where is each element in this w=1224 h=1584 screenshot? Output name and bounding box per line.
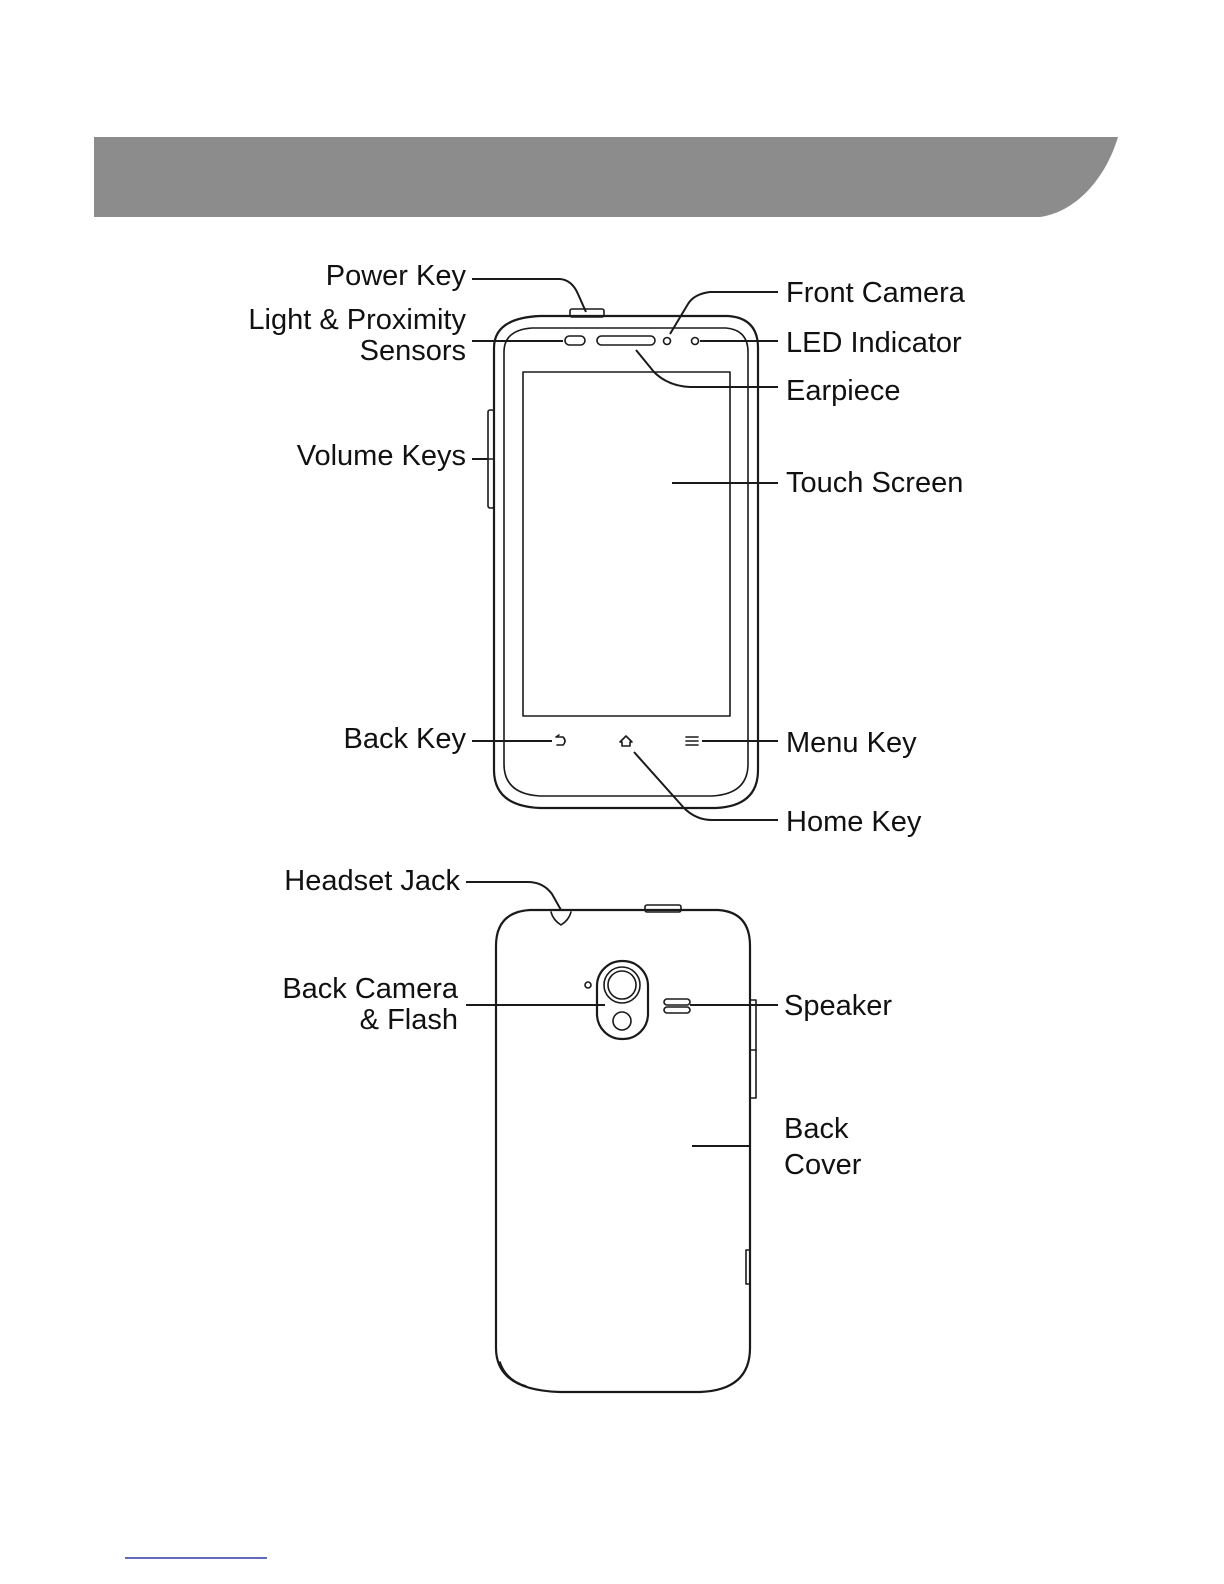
front-camera-label: Front Camera bbox=[786, 277, 966, 309]
front-body-outline bbox=[494, 316, 758, 808]
phone-front bbox=[488, 309, 758, 808]
menu-lines-icon bbox=[686, 737, 698, 745]
back-body-outline bbox=[496, 910, 750, 1392]
flash bbox=[613, 1012, 631, 1030]
speaker-grille-bottom bbox=[664, 1007, 690, 1013]
back-cover-label-line1: Back bbox=[784, 1113, 849, 1145]
back-leader-lines bbox=[466, 882, 778, 1146]
power-key-label: Power Key bbox=[326, 260, 467, 292]
back-camera-lens-inner bbox=[608, 971, 636, 999]
back-key-label: Back Key bbox=[344, 723, 467, 755]
led-indicator-label: LED Indicator bbox=[786, 327, 962, 359]
back-arrow-icon bbox=[556, 735, 565, 745]
back-camera-label-line1: Back Camera bbox=[282, 973, 459, 1005]
phone-back bbox=[496, 905, 756, 1392]
speaker-grille-top bbox=[664, 999, 690, 1005]
headset-jack bbox=[551, 912, 571, 925]
light-proximity-sensor bbox=[565, 336, 585, 345]
led-indicator bbox=[692, 338, 699, 345]
earpiece bbox=[597, 336, 655, 345]
front-camera bbox=[664, 338, 671, 345]
back-camera-label-line2: & Flash bbox=[360, 1004, 458, 1036]
volume-keys-label: Volume Keys bbox=[297, 440, 466, 472]
front-leader-lines bbox=[472, 279, 778, 820]
back-cover-label-line2: Cover bbox=[784, 1149, 862, 1181]
touch-screen bbox=[523, 372, 730, 716]
header-bar bbox=[94, 137, 1118, 217]
front-bezel bbox=[504, 328, 748, 796]
earpiece-label: Earpiece bbox=[786, 375, 900, 407]
light-proximity-label-line2: Sensors bbox=[360, 335, 466, 367]
touch-screen-label: Touch Screen bbox=[786, 467, 963, 499]
speaker-label: Speaker bbox=[784, 990, 892, 1022]
home-key-label: Home Key bbox=[786, 806, 922, 838]
microphone-hole bbox=[585, 982, 591, 988]
menu-key-label: Menu Key bbox=[786, 727, 917, 759]
back-camera-module bbox=[597, 961, 648, 1039]
headset-jack-label: Headset Jack bbox=[284, 865, 460, 897]
back-camera-lens-outer bbox=[604, 967, 640, 1003]
light-proximity-label-line1: Light & Proximity bbox=[248, 304, 466, 336]
home-icon bbox=[620, 736, 632, 746]
